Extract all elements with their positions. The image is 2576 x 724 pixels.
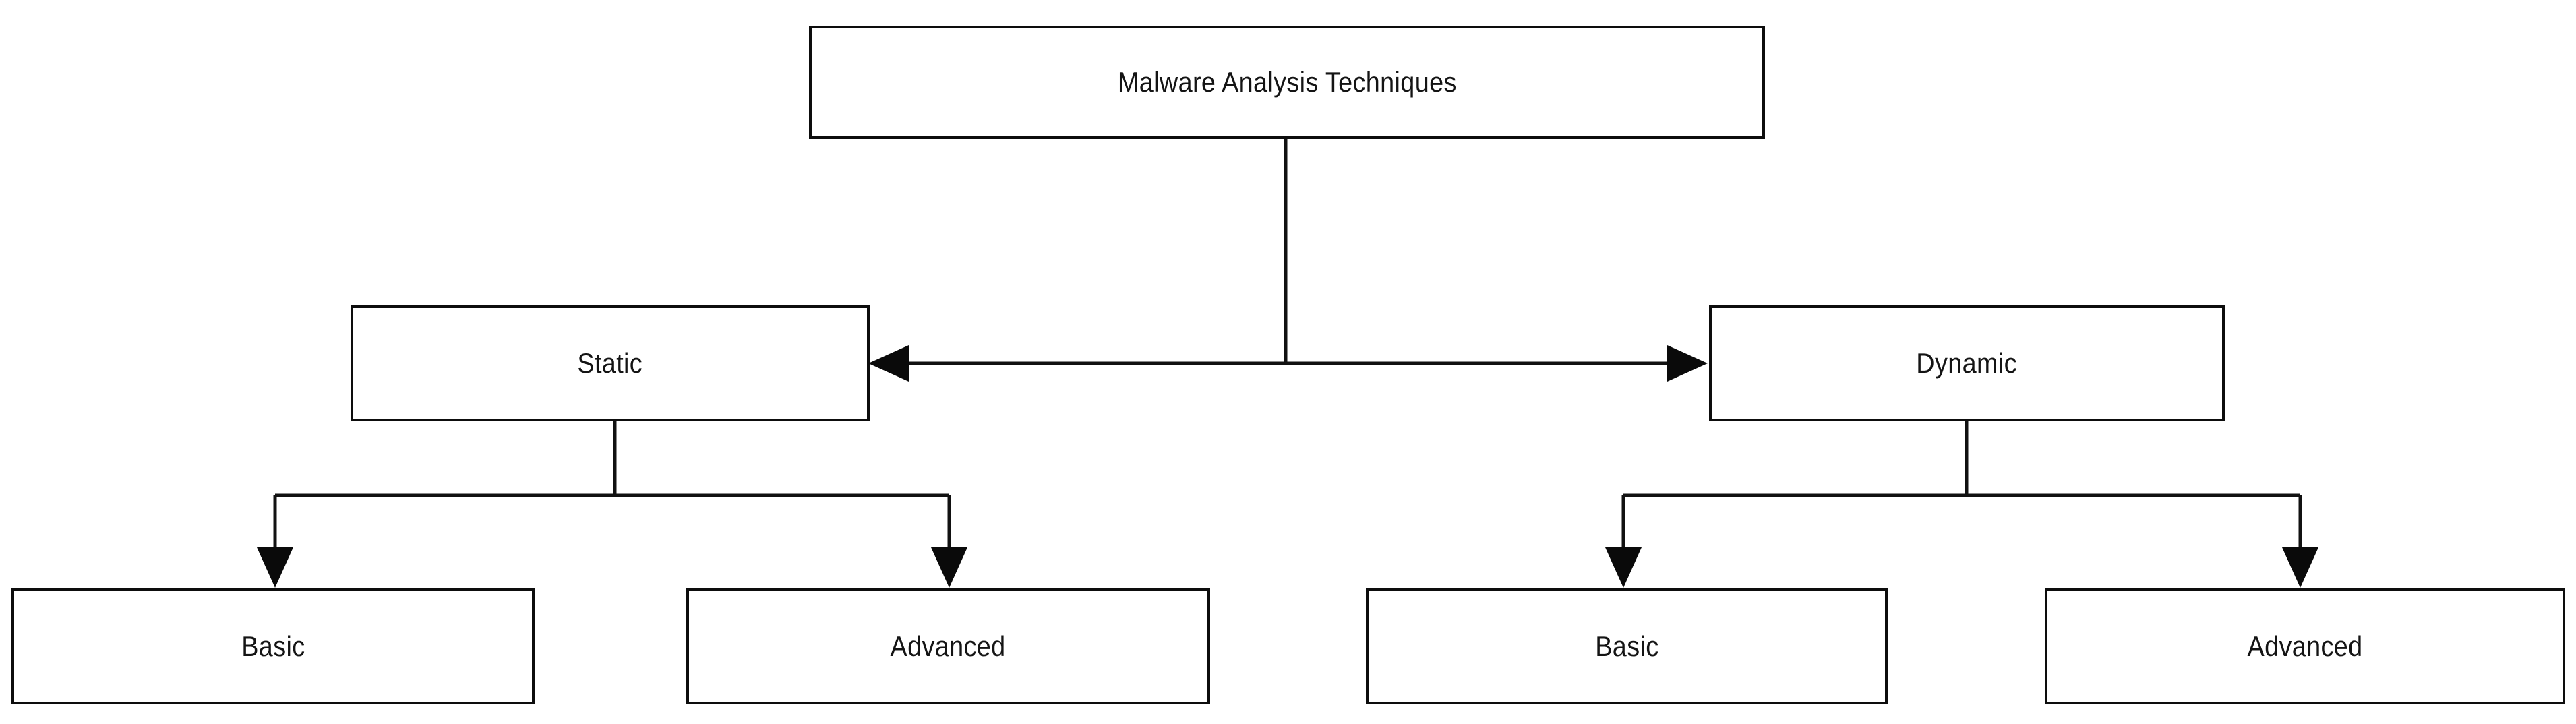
edge-root-to-dynamic-arrowhead: [1667, 345, 1708, 382]
node-root-label: Malware Analysis Techniques: [1117, 66, 1457, 98]
node-static-label: Static: [577, 347, 643, 379]
edge-static-to-advanced-arrowhead: [931, 547, 967, 588]
node-dynamic-advanced[interactable]: Advanced: [2045, 588, 2565, 704]
node-malware-analysis-techniques[interactable]: Malware Analysis Techniques: [809, 26, 1765, 139]
edge-dynamic-to-basic-arrowhead: [1605, 547, 1642, 588]
edge-root-to-static-arrowhead: [868, 345, 909, 382]
node-dynamic-basic-label: Basic: [1594, 630, 1659, 662]
node-dynamic-basic[interactable]: Basic: [1366, 588, 1888, 704]
node-dynamic-label: Dynamic: [1916, 347, 2018, 379]
edge-static-to-basic-arrowhead: [257, 547, 293, 588]
edge-dynamic-to-advanced-arrowhead: [2282, 547, 2318, 588]
node-static[interactable]: Static: [351, 305, 870, 421]
node-static-basic[interactable]: Basic: [11, 588, 535, 704]
node-static-advanced[interactable]: Advanced: [686, 588, 1210, 704]
node-dynamic-advanced-label: Advanced: [2247, 630, 2363, 662]
node-static-basic-label: Basic: [241, 630, 305, 662]
node-static-advanced-label: Advanced: [890, 630, 1006, 662]
node-dynamic[interactable]: Dynamic: [1709, 305, 2225, 421]
